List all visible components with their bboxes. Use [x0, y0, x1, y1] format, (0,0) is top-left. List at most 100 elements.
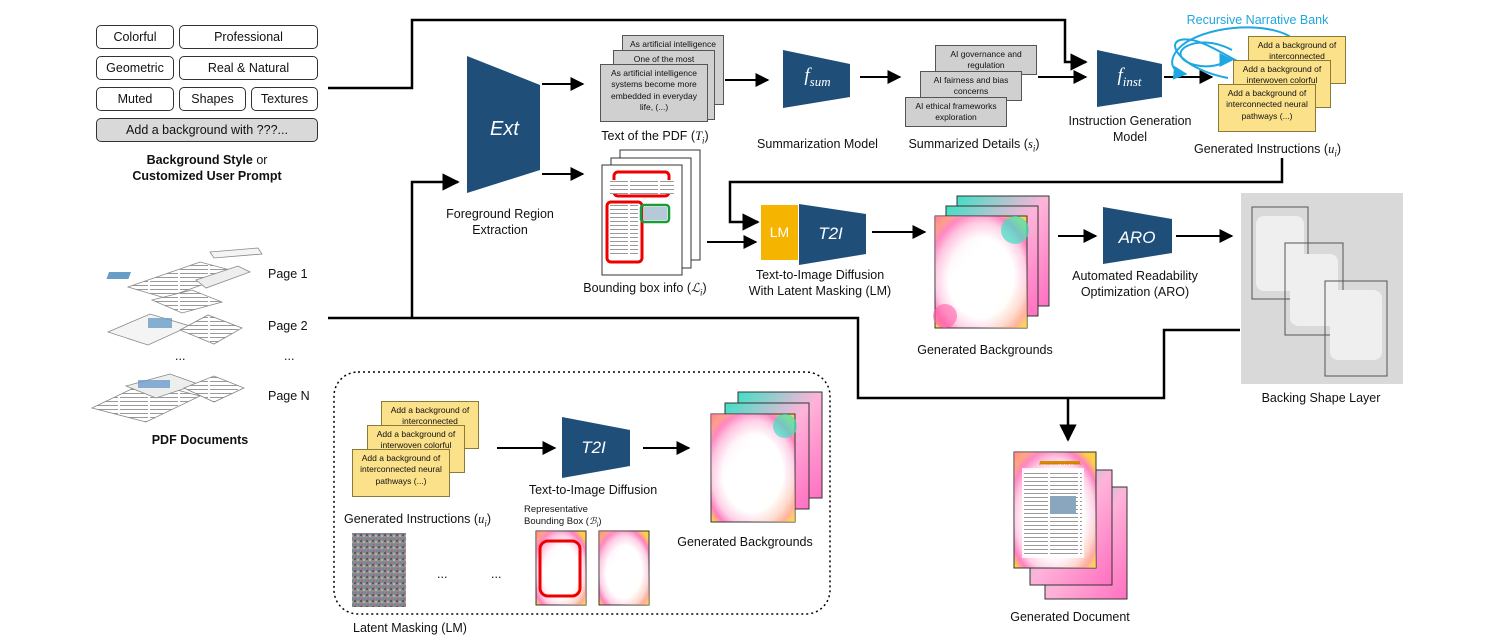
- summary-card-1-text: AI governance and regulation: [950, 49, 1022, 71]
- bbox-info-pages: [601, 149, 701, 276]
- chip-label: Shapes: [191, 92, 234, 106]
- lm-dots-2: ...: [491, 567, 502, 581]
- lm-inst-card-3-text: Add a background of interconnected neura…: [360, 453, 442, 486]
- rep-bbox-var: ℬ: [588, 516, 597, 527]
- finst-caption: Instruction Generation Model: [1060, 114, 1200, 145]
- bank-loop-arrow-3: [1171, 26, 1293, 80]
- noise-image: [352, 533, 406, 607]
- aro-symbol: ARO: [1118, 228, 1156, 247]
- text-pdf-caption-end: ): [704, 129, 709, 143]
- gen-doc-caption: Generated Document: [1010, 610, 1130, 624]
- text-pdf-caption-sub: i: [702, 135, 705, 146]
- rep-bbox-l2: Bounding Box (: [524, 515, 589, 527]
- inst-card-3-text: Add a background of interconnected neura…: [1226, 88, 1308, 121]
- style-caption-line2: Customized User Prompt: [132, 168, 282, 183]
- summary-card-3: AI ethical frameworks exploration: [905, 97, 1007, 127]
- summaries-caption-text: Summarized Details (: [908, 137, 1028, 151]
- pdf-pageN-label: Page N: [268, 389, 310, 403]
- backing-caption: Backing Shape Layer: [1261, 391, 1381, 405]
- bbox-caption-end: ): [702, 281, 707, 295]
- chip-label: Geometric: [106, 61, 164, 75]
- backing-shape-layer: [1241, 193, 1403, 384]
- gen-bg-caption: Generated Backgrounds: [917, 343, 1053, 357]
- lm-inst-caption-text: Generated Instructions (: [343, 512, 479, 526]
- pdf-ellipsis-right: ...: [284, 349, 295, 363]
- fsum-trapezoid: [783, 50, 850, 108]
- lm-box-title: Latent Masking (LM): [353, 621, 467, 635]
- inst-to-t2i-arrow: [728, 158, 1284, 231]
- fsum-symbol: fsum: [790, 64, 845, 90]
- bbox-caption-text: Bounding box info (: [583, 281, 691, 295]
- text-card-front: As artificial intelligence systems becom…: [600, 64, 708, 122]
- lm-dots-1: ...: [437, 567, 448, 581]
- summaries-caption-var: s: [1027, 137, 1033, 151]
- lm-t2i-caption: Text-to-Image Diffusion: [528, 483, 658, 497]
- narrative-bank-label: Recursive Narrative Bank: [1186, 13, 1329, 27]
- latent-masking-box: [333, 371, 831, 615]
- style-chip-textures[interactable]: Textures: [251, 87, 318, 111]
- summary-card-2-text: AI fairness and bias concerns: [933, 75, 1009, 97]
- rep-bbox-l1: Representative: [524, 504, 588, 515]
- pdf-doc-sheets: [90, 247, 263, 423]
- t2i-trapezoid: [799, 204, 866, 265]
- bbox-caption-var: ℒ: [691, 281, 701, 295]
- finst-f: f: [1117, 65, 1123, 86]
- lm-inst-card-3: Add a background of interconnected neura…: [352, 449, 450, 497]
- pdf-documents-caption: PDF Documents: [151, 433, 249, 447]
- t2i-symbol: T2I: [818, 224, 843, 243]
- summary-card-1: AI governance and regulation: [935, 45, 1037, 75]
- text-card-back-text: As artificial intelligence: [630, 39, 716, 49]
- t2i-caption-l1: Text-to-Image Diffusion: [755, 268, 885, 282]
- chip-label: Professional: [214, 30, 283, 44]
- lm-bg-caption: Generated Backgrounds: [677, 535, 813, 549]
- t2i-caption: Text-to-Image Diffusion With Latent Mask…: [740, 268, 900, 299]
- summaries-caption-sub: i: [1032, 143, 1036, 154]
- instructions-caption-text: Generated Instructions (: [1193, 142, 1329, 156]
- lm-inst-caption: Generated Instructions (ui): [335, 512, 500, 530]
- summaries-caption: Summarized Details (si): [895, 137, 1053, 155]
- style-caption: Background Style or Customized User Prom…: [96, 153, 318, 184]
- text-pdf-caption-var: T: [695, 129, 703, 143]
- bbox-info-caption: Bounding box info (ℒi): [570, 281, 720, 299]
- text-card-front-text: As artificial intelligence systems becom…: [610, 68, 697, 113]
- style-caption-bold: Background Style: [146, 153, 253, 167]
- aro-caption: Automated Readability Optimization (ARO): [1060, 269, 1210, 300]
- lm-label: LM: [769, 224, 790, 240]
- representative-bbox-page: [535, 530, 587, 606]
- generated-document-pages: [1013, 451, 1128, 600]
- style-chip-geometric[interactable]: Geometric: [96, 56, 174, 80]
- aro-caption-l2: Optimization (ARO): [1080, 284, 1190, 299]
- custom-prompt-input[interactable]: Add a background with ???...: [96, 118, 318, 142]
- pdf-ellipsis-left: ...: [175, 349, 186, 363]
- fsum-f: f: [804, 65, 810, 86]
- style-chip-real-natural[interactable]: Real & Natural: [179, 56, 318, 80]
- inst-card-2-text: Add a background of interwoven colorful: [1242, 64, 1322, 86]
- t2i-caption-l2: With Latent Masking (LM): [748, 283, 892, 298]
- instructions-caption-end: ): [1336, 142, 1342, 156]
- style-chip-muted[interactable]: Muted: [96, 87, 174, 111]
- aro-caption-l1: Automated Readability: [1072, 269, 1198, 283]
- lm-t2i-symbol: T2I: [581, 438, 606, 457]
- ext-caption: Foreground Region Extraction: [430, 207, 570, 238]
- generated-backgrounds-main: [933, 195, 1050, 329]
- finst-sub: inst: [1122, 73, 1142, 89]
- style-chip-shapes[interactable]: Shapes: [179, 87, 246, 111]
- text-pdf-caption: Text of the PDF (Ti): [590, 129, 720, 147]
- rep-bbox-end: ): [598, 515, 602, 527]
- inst-card-3: Add a background of interconnected neura…: [1218, 84, 1316, 132]
- ext-caption-l1: Foreground Region: [446, 207, 554, 221]
- summaries-caption-end: ): [1035, 137, 1040, 151]
- finst-caption-l2: Model: [1112, 129, 1148, 144]
- rep-bbox-caption: Representative Bounding Box (ℬi): [524, 504, 602, 530]
- masked-result-page: [598, 530, 650, 606]
- style-caption-rest: or: [252, 153, 268, 167]
- text-card-mid-text: One of the most: [633, 54, 695, 64]
- lm-inst-caption-end: ): [486, 512, 492, 526]
- prompt-label: Add a background with ???...: [126, 123, 288, 137]
- finst-trapezoid: [1097, 50, 1162, 107]
- ext-trapezoid: [467, 56, 540, 193]
- style-chip-colorful[interactable]: Colorful: [96, 25, 174, 49]
- pdf-main-line: [328, 316, 1240, 400]
- style-chip-professional[interactable]: Professional: [179, 25, 318, 49]
